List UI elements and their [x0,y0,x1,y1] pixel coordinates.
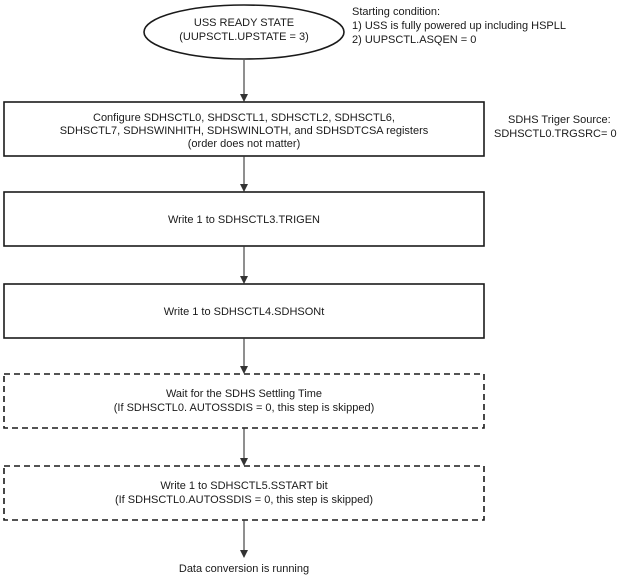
starting-condition-item-1: 1) USS is fully powered up including HSP… [352,20,566,32]
end-state-text: Data conversion is running [179,563,309,575]
step-text-line-1: Wait for the SDHS Settling Time [166,388,322,400]
start-ellipse [143,4,345,60]
step-text-line-1: Write 1 to SDHSCTL5.SSTART bit [160,480,327,492]
step-text-line-1: Write 1 to SDHSCTL3.TRIGEN [168,214,320,226]
step-text-line-2: SDHSCTL7, SDHSWINHITH, SDHSWINLOTH, and … [60,125,429,137]
trigger-source-value: SDHSCTL0.TRGSRC= 0 [494,128,617,140]
starting-condition-heading: Starting condition: [352,6,440,18]
step-text-line-1: Configure SDHSCTL0, SHDSCTL1, SDHSCTL2, … [93,112,395,124]
start-condition-value: (UUPSCTL.UPSTATE = 3) [179,31,308,43]
step-box [3,283,485,339]
step-text-line-1: Write 1 to SDHSCTL4.SDHSONt [164,306,325,318]
start-node: USS READY STATE (UUPSCTL.UPSTATE = 3) [143,4,345,60]
step-write-sstart: Write 1 to SDHSCTL5.SSTART bit (If SDHSC… [3,465,485,521]
starting-condition-item-2: 2) UUPSCTL.ASQEN = 0 [352,34,476,46]
step-box [3,101,485,157]
step-write-sdhson: Write 1 to SDHSCTL4.SDHSONt [3,283,485,339]
starting-condition-note: Starting condition: 1) USS is fully powe… [352,6,566,46]
step-write-trigen: Write 1 to SDHSCTL3.TRIGEN [3,191,485,247]
trigger-source-note: SDHS Triger Source: SDHSCTL0.TRGSRC= 0 [494,114,617,140]
optional-step-box [3,373,485,429]
start-title: USS READY STATE [194,17,294,29]
step-text-line-3: (order does not matter) [188,138,301,150]
step-wait-settling-time: Wait for the SDHS Settling Time (If SDHS… [3,373,485,429]
trigger-source-heading: SDHS Triger Source: [508,114,611,126]
step-configure-registers: Configure SDHSCTL0, SHDSCTL1, SDHSCTL2, … [3,101,485,157]
step-text-line-2: (If SDHSCTL0. AUTOSSDIS = 0, this step i… [114,402,375,414]
optional-step-box [3,465,485,521]
step-text-line-2: (If SDHSCTL0.AUTOSSDIS = 0, this step is… [115,494,373,506]
